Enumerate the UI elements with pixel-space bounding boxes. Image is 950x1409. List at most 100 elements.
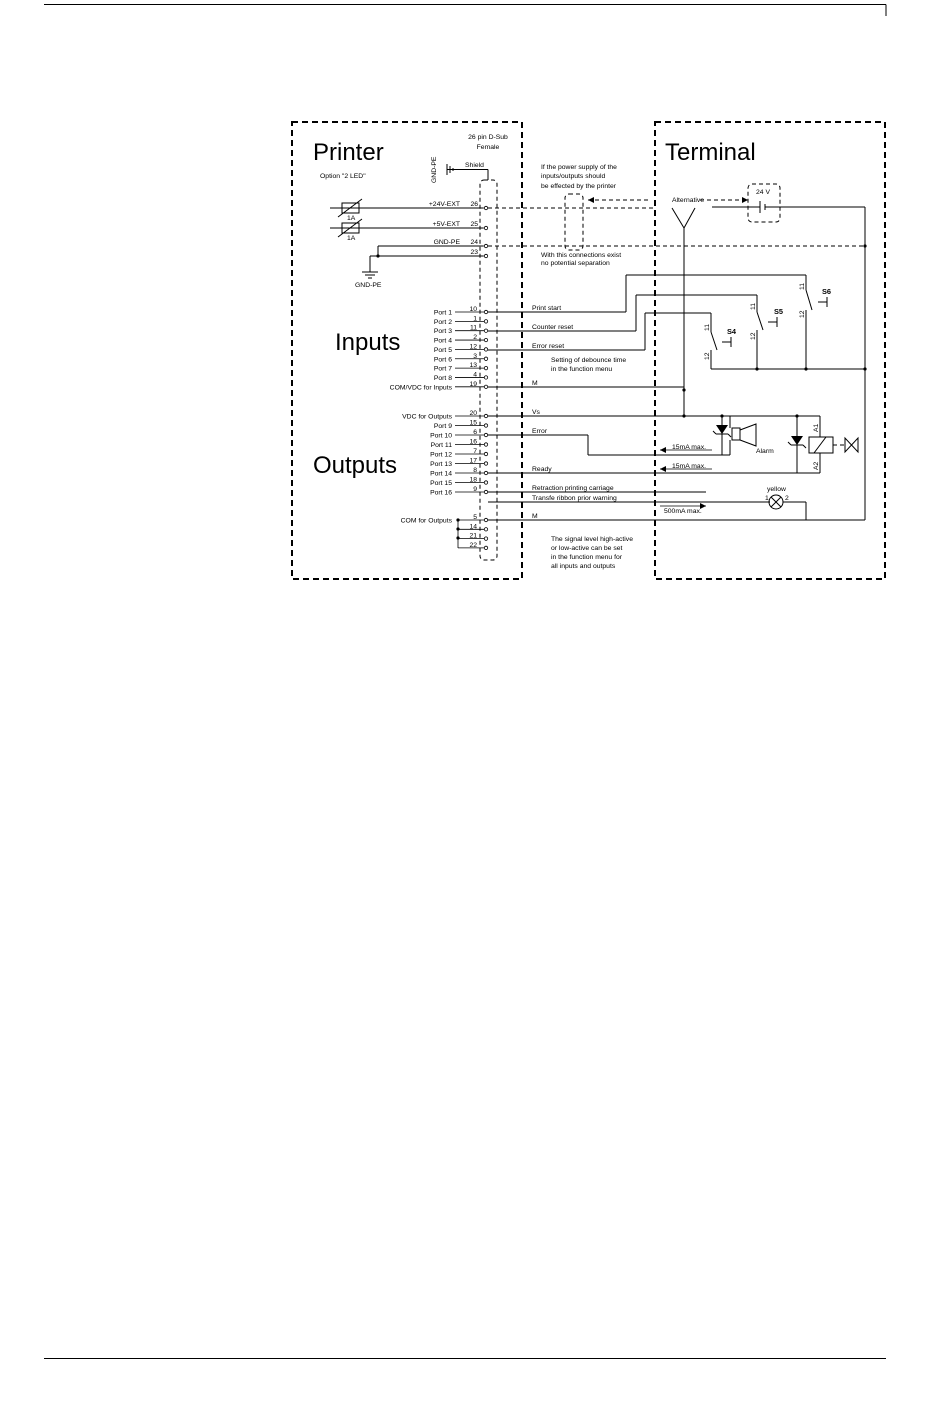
relay-a2-label: A2 [813,461,820,470]
pin-number: 8 [473,467,477,474]
signal-m-inputs: M [532,380,538,387]
pin-label: Port 8 [434,375,452,382]
signal-note-1: The signal level high-active [551,536,633,543]
s4-contact-11: 11 [704,324,711,331]
pin-label: Port 14 [430,471,452,478]
power-note-2: inputs/outputs should [541,173,605,180]
pin-label: Port 12 [430,452,452,459]
signal-note-3: in the function menu for [551,554,623,561]
pin-number: 3 [473,353,477,360]
alarm-relay-icon: Alarm [712,414,774,455]
pin-label: Port 1 [434,310,452,317]
debounce-note-2: in the function menu [551,366,612,373]
signal-ready: Ready [532,466,552,473]
pin-number: 10 [469,306,477,313]
com-junction [456,536,460,540]
pin-number: 22 [469,542,477,549]
pin-label: +5V-EXT [433,221,460,228]
pin-number: 23 [470,249,478,256]
pin-contact [483,337,489,343]
pin-contact [483,319,489,324]
lamp-icon: yellow 1 2 [765,486,807,520]
pin-number: 18 [469,477,477,484]
gnd-pe-bottom-label: GND-PE [355,282,382,289]
s5-contact-11: 11 [750,303,757,310]
shield-ground: Shield GND-PE [431,156,489,183]
connector-gender: Female [477,144,500,151]
signal-vs: Vs [532,409,541,416]
pin-contact [483,527,489,532]
connection-note-1: With this connections exist [541,252,621,259]
alternative-switch-icon [671,207,696,392]
signal-counter-reset: Counter reset [532,324,573,331]
pin-label: GND-PE [434,239,461,246]
pin-number: 6 [473,429,477,436]
fuse-label-1: 1A [347,215,356,222]
pin-label: Port 4 [434,338,452,345]
pin-label: Port 15 [430,480,452,487]
pin-contact [483,489,489,495]
s5-contact-12: 12 [750,332,757,340]
pin-contact [483,423,489,428]
current-error: 15mA max. [672,444,706,451]
lamp-pin-2: 2 [785,495,789,502]
output-signal-wiring [488,390,865,521]
debounce-note-1: Setting of debounce time [551,357,626,364]
signal-m-outputs: M [532,513,538,520]
pin-contact [483,384,489,389]
pin-number: 1 [473,315,477,322]
switch-s5-label: S5 [774,307,783,316]
pin-number: 15 [469,420,477,427]
pin-label: Port 7 [434,366,452,373]
pin-label: Port 3 [434,328,452,335]
pin-label: Port 5 [434,347,452,354]
pin-contact [483,545,489,551]
pin-label: COM/VDC for Inputs [390,384,453,391]
connector-type: 26 pin D-Sub [468,134,508,141]
pin-contact [483,243,489,249]
fuse-24v-icon: 1A [330,198,483,222]
pin-number: 25 [470,221,478,228]
power-links [488,193,865,251]
pin-contact [483,451,489,457]
connector-body [479,179,498,561]
supply-24v-icon: 24 V [712,183,867,520]
pin-contact [483,328,489,333]
pin-number: 16 [469,439,477,446]
s6-contact-12: 12 [799,310,806,318]
alternative-label: Alternative [672,197,704,204]
signal-retraction: Retraction printing carriage [532,485,614,492]
supply-label: 24 V [756,189,770,196]
pin-number: 4 [473,371,477,378]
s6-contact-11: 11 [799,283,806,290]
gnd-pe-wiring: GND-PE [355,245,483,289]
power-note-1: If the power supply of the [541,164,617,171]
com-junction [456,527,460,531]
pin-contact [483,432,489,438]
pin-number: 11 [470,325,477,332]
valve-relay-icon: A1 A2 [787,414,859,474]
switch-s6-icon: S6 11 12 [799,283,831,318]
signal-print-start: Print start [532,305,561,312]
pin-number: 26 [470,201,478,208]
terminal-box [654,121,886,580]
current-lamp: 500mA max. [664,508,702,515]
pin-number: 14 [469,523,477,530]
pin-contact [483,253,489,259]
pin-contact [483,365,489,371]
pin-contact [483,480,489,485]
power-note-3: be effected by the printer [541,183,617,190]
pin-label: Port 16 [430,490,452,497]
pin-number: 13 [469,362,477,369]
pin-number: 9 [473,486,477,493]
lamp-pin-1: 1 [765,495,769,502]
pin-number: 2 [473,334,477,341]
pin-label: VDC for Outputs [402,414,452,421]
com-junction [456,518,460,522]
pin-contact [483,517,489,523]
signal-ribbon: Transfe ribbon prior warning [532,495,617,502]
